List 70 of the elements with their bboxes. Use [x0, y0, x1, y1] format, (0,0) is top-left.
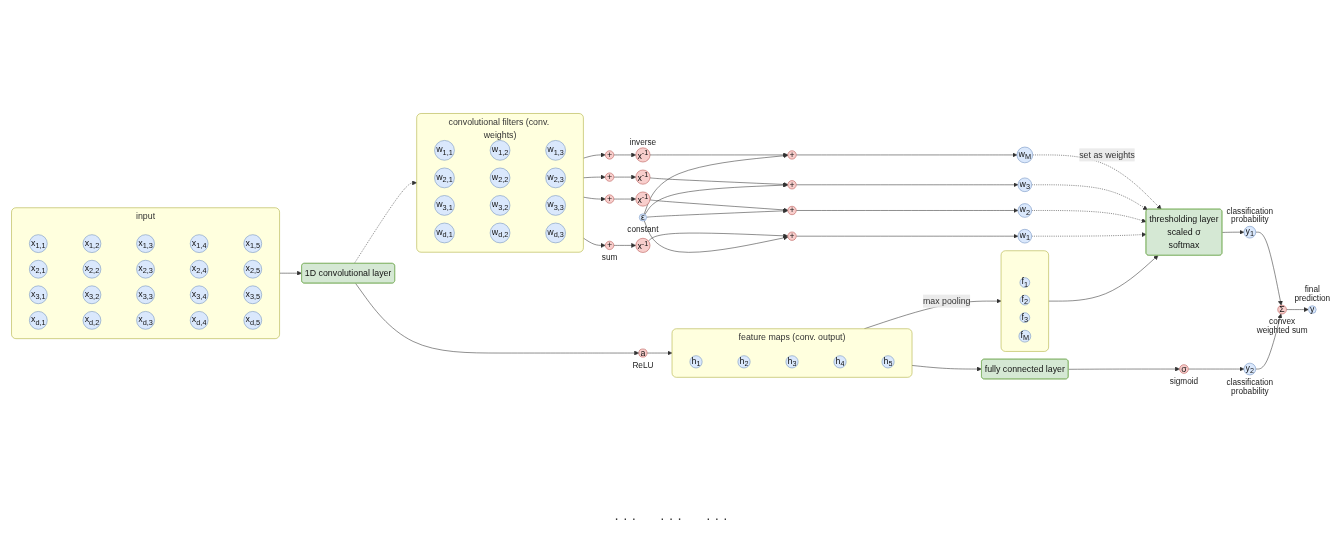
node-circle: x$_{2,2}$: [82, 260, 102, 279]
node-circle: y$_{2}$: [1243, 363, 1256, 376]
node-circle: h$_{1}$: [689, 355, 703, 369]
ellipsis-label: · · ·: [614, 510, 637, 528]
node-circle: w$_{3,2}$: [489, 195, 511, 217]
node-circle: x$_{d,2}$: [82, 311, 102, 331]
node-circle: w$_{1,2}$: [489, 140, 511, 162]
node-circle: x$_{3,4}$: [189, 286, 209, 305]
node-circle: +: [605, 173, 615, 183]
node-circle: w$_{2,2}$: [489, 168, 511, 189]
node-circle: w$_{3,3}$: [545, 195, 566, 217]
node-circle: x$_{2,1}$: [29, 260, 48, 279]
node-circle: w$_{d,3}$: [545, 223, 566, 244]
node-circle: x$^{-1}$: [635, 192, 651, 207]
node-circle: x$_{2,5}$: [243, 260, 262, 279]
node-circle: w$_{2,1}$: [434, 168, 455, 189]
node-circle: +: [787, 232, 797, 242]
edge-label: set as weights: [1079, 150, 1135, 160]
node-circle: x$_{2,4}$: [189, 260, 209, 279]
node-circle: x$_{1,2}$: [82, 234, 102, 254]
node-circle: ε: [639, 214, 647, 222]
node-circle: h$_{3}$: [785, 355, 799, 369]
node-circle: w$_{1}$: [1017, 229, 1032, 244]
node-circle: x$^{-1}$: [635, 170, 651, 185]
node-circle: f$_{3}$: [1019, 312, 1031, 324]
node-circle: x$_{3,2}$: [82, 286, 102, 305]
node-circle: +: [605, 150, 615, 160]
node-circle: a: [638, 349, 648, 358]
node-circle: w$_{1,3}$: [545, 140, 566, 162]
node-circle: Σ: [1277, 305, 1287, 315]
cluster: [1000, 250, 1049, 353]
node-circle: x$^{-1}$: [635, 148, 651, 163]
node-circle: +: [787, 150, 797, 160]
node-circle: x$_{3,5}$: [243, 286, 262, 305]
node-circle: w$_{2,3}$: [545, 168, 566, 189]
node-circle: w$_{M}$: [1016, 147, 1033, 164]
node-circle: y: [1308, 305, 1317, 315]
node-circle: h$_{4}$: [833, 355, 847, 369]
node-circle: x$_{3,3}$: [136, 286, 155, 305]
node-circle: +: [787, 206, 797, 216]
node-circle: h$_{2}$: [737, 355, 751, 369]
node-circle: w$_{2}$: [1017, 203, 1032, 219]
node-circle: x$_{3,1}$: [29, 286, 48, 305]
node-circle: w$_{3}$: [1017, 178, 1032, 193]
ellipsis-label: · · ·: [660, 510, 682, 528]
node-circle: w$_{3,1}$: [434, 195, 455, 217]
node-circle: σ: [1179, 364, 1189, 375]
node-circle: +: [787, 180, 797, 190]
node-circle: x$_{d,1}$: [29, 311, 48, 331]
node-circle: w$_{d,2}$: [489, 223, 511, 244]
node-circle: f$_{M}$: [1018, 330, 1032, 343]
node-circle: h$_{5}$: [881, 355, 895, 369]
node-circle: x$_{1,1}$: [29, 234, 48, 254]
node-circle: +: [605, 195, 615, 205]
node-circle: w$_{d,1}$: [434, 223, 455, 244]
node-circle: +: [605, 241, 615, 251]
node-circle: x$_{2,3}$: [136, 260, 155, 279]
edge-label: max pooling: [923, 296, 971, 306]
node-circle: y$_{1}$: [1243, 226, 1256, 239]
node-circle: w$_{1,1}$: [434, 140, 455, 162]
node-circle: f$_{1}$: [1019, 277, 1031, 289]
node-circle: x$_{1,4}$: [189, 234, 209, 254]
node-circle: x$_{1,3}$: [136, 234, 155, 254]
node-circle: x$_{1,5}$: [243, 234, 262, 254]
node-circle: x$_{d,5}$: [243, 311, 262, 331]
node-circle: x$_{d,3}$: [136, 311, 155, 331]
node-circle: f$_{2}$: [1019, 295, 1031, 306]
node-circle: x$^{-1}$: [635, 238, 651, 254]
ellipsis-label: · · ·: [705, 510, 728, 528]
node-circle: x$_{d,4}$: [189, 311, 209, 331]
